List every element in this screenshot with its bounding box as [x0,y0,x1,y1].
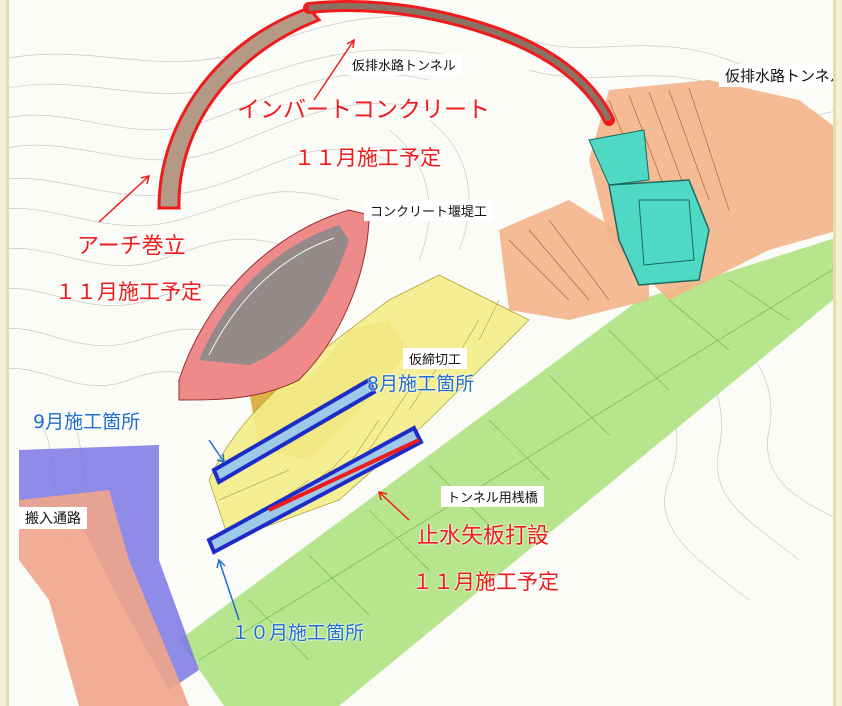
plan-drawing [9,0,833,706]
bridge-band [179,238,833,706]
aug-label: 8月施工箇所 [367,373,475,395]
progress-frames [206,377,424,555]
tunnel-red-arc [157,0,615,210]
label-weir: コンクリート堰堤工 [364,200,494,221]
access-road-path [19,490,189,706]
arch-title: アーチ巻立 [77,234,186,259]
label-tunnel-right: 仮排水路トンネル [719,64,833,87]
sheet-pile-line [268,438,420,512]
invert-title: インバートコンクリート [237,97,490,123]
tunnel-inlet-structure [588,129,710,286]
frame-sep [211,377,377,485]
sheet-schedule: １１月施工予定 [412,570,559,594]
construction-plan-map: 仮排水路トンネル 仮排水路トンネル コンクリート堰堤工 仮締切工 トンネル用桟橋… [6,0,836,706]
blue-arrows [208,439,240,621]
sheet-title: 止水矢板打設 [417,524,550,549]
red-arrows [98,38,410,521]
oct-label: １０月施工箇所 [231,622,365,644]
sep-label: 9月施工箇所 [33,411,141,433]
label-bridge: トンネル用桟橋 [441,486,544,507]
label-access-road: 搬入通路 [19,507,87,529]
concrete-weir [178,209,370,401]
invert-schedule: １１月施工予定 [294,146,441,170]
label-cutoff: 仮締切工 [403,348,468,369]
label-tunnel-top: 仮排水路トンネル [346,54,462,75]
arch-schedule: １１月施工予定 [55,280,202,304]
